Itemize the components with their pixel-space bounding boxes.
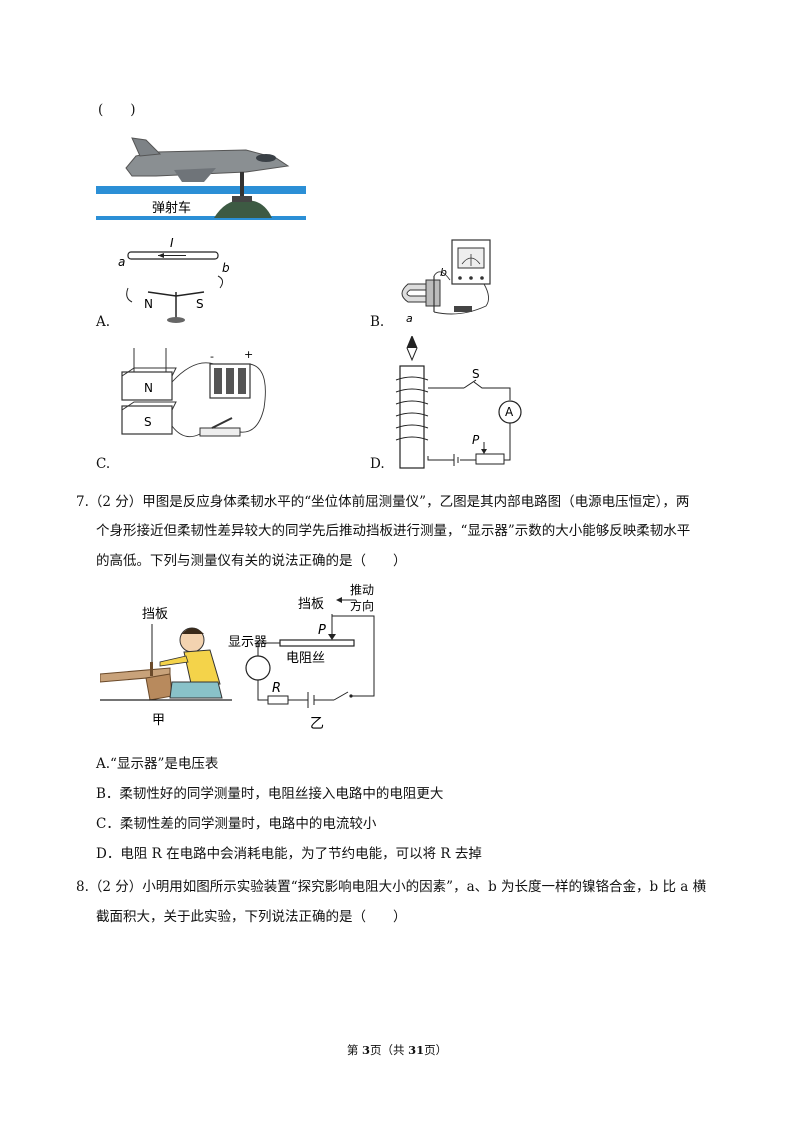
support-pole bbox=[240, 172, 244, 202]
board-support bbox=[145, 673, 173, 701]
resistor-wire bbox=[279, 639, 355, 647]
push-label-2: 方向 bbox=[350, 598, 374, 613]
student-legs bbox=[169, 681, 223, 699]
switch bbox=[333, 691, 349, 701]
footer-total-pages: 31 bbox=[408, 1043, 425, 1057]
switch-s bbox=[463, 379, 477, 389]
magnet-n-label: N bbox=[144, 381, 153, 395]
option-a-letter: A. bbox=[96, 314, 111, 330]
circuit-wire-right bbox=[332, 615, 375, 697]
option-d-letter: D. bbox=[370, 456, 385, 472]
wire-bottom bbox=[171, 425, 201, 438]
option-c-letter: C. bbox=[96, 456, 111, 472]
track-stripe bbox=[96, 186, 306, 194]
battery-symbol bbox=[288, 692, 334, 708]
footer-prefix: 第 bbox=[346, 1043, 362, 1057]
option-a-figure: I a b N S bbox=[118, 236, 230, 323]
q7-line-3: 的高低。下列与测量仪有关的说法正确的是（ ） bbox=[96, 553, 407, 569]
q8-line-2: 截面积大，关于此实验，下列说法正确的是（ ） bbox=[96, 909, 407, 925]
wire-top bbox=[171, 362, 215, 383]
option-c-figure: N S - + bbox=[121, 348, 266, 438]
car-clamp bbox=[232, 196, 252, 202]
rheostat bbox=[475, 453, 505, 465]
end-b-label: b bbox=[222, 261, 230, 275]
display-meter bbox=[245, 655, 271, 681]
switch-s-label: S bbox=[472, 367, 480, 381]
page-footer: 第 3页（共 31页） bbox=[0, 1042, 794, 1058]
magnet-poles bbox=[425, 279, 441, 307]
student-body bbox=[183, 649, 221, 689]
baffle-plate bbox=[150, 662, 153, 676]
q7-figure-jia: 挡板 甲 bbox=[100, 607, 232, 728]
wire-a bbox=[433, 283, 489, 315]
baffle-label-left: 挡板 bbox=[142, 607, 168, 622]
current-label: I bbox=[170, 236, 174, 250]
q7-option-c: C．柔韧性差的同学测量时，电路中的电流较小 bbox=[96, 816, 377, 832]
option-d-figure: S A P bbox=[395, 336, 522, 469]
magnet-s-block bbox=[121, 405, 173, 435]
jet-wing bbox=[174, 168, 216, 182]
rod-b-label: b bbox=[440, 266, 447, 279]
switch bbox=[454, 306, 472, 312]
circuit-wire-top bbox=[428, 381, 511, 400]
footer-middle: 页（共 bbox=[370, 1043, 409, 1057]
slider-p-label: P bbox=[318, 623, 326, 638]
q7-line-2: 个身形接近但柔韧性差异较大的同学先后推动挡板进行测量，“显示器”示数的大小能够反… bbox=[96, 523, 691, 539]
rod-a-label: a bbox=[406, 312, 413, 325]
answer-paren: ( ) bbox=[98, 102, 136, 118]
wire-b bbox=[433, 271, 451, 281]
end-a-label: a bbox=[118, 255, 125, 269]
option-b-figure: b a bbox=[401, 239, 491, 325]
battery-minus-label: - bbox=[210, 350, 214, 363]
push-label-1: 推动 bbox=[350, 583, 374, 597]
wire-right bbox=[239, 363, 266, 433]
catapult-label: 弹射车 bbox=[152, 200, 191, 216]
pole-n-label: N bbox=[144, 297, 153, 311]
jet-tail bbox=[131, 137, 162, 157]
solenoid-coil bbox=[395, 376, 429, 441]
display-label: 显示器 bbox=[228, 635, 267, 650]
resistor-r bbox=[267, 695, 289, 705]
q7-option-a: A.“显示器”是电压表 bbox=[96, 756, 219, 772]
resistor-r-label: R bbox=[272, 681, 281, 696]
needle-base bbox=[167, 317, 185, 323]
baffle-label-right: 挡板 bbox=[298, 597, 324, 612]
track-stripe-bottom bbox=[96, 216, 306, 220]
footer-page-number: 3 bbox=[361, 1043, 370, 1057]
rotate-arrow-right bbox=[217, 275, 224, 289]
battery-plus-label: + bbox=[244, 348, 253, 361]
magnet-n-block bbox=[121, 371, 173, 401]
switch-base bbox=[199, 427, 241, 437]
figure-yi-label: 乙 bbox=[310, 716, 324, 732]
ammeter-label: A bbox=[505, 405, 514, 419]
solenoid-core bbox=[399, 365, 425, 469]
switch-lever bbox=[211, 417, 233, 429]
footer-suffix: 页） bbox=[424, 1043, 448, 1057]
jet-cockpit bbox=[256, 154, 276, 162]
battery-symbol bbox=[427, 454, 476, 466]
catapult-figure: 弹射车 bbox=[96, 137, 306, 220]
q7-option-b: B．柔韧性好的同学测量时，电阻丝接入电路中的电阻更大 bbox=[96, 786, 444, 802]
q7-option-d: D．电阻 R 在电路中会消耗电能，为了节约电能，可以将 R 去掉 bbox=[96, 846, 482, 862]
slider-p-label: P bbox=[472, 433, 480, 447]
figure-jia-label: 甲 bbox=[152, 713, 165, 728]
student-arm bbox=[159, 655, 189, 667]
car-mound bbox=[214, 199, 272, 218]
q7-line-1: 7.（2 分）甲图是反应身体柔韧水平的“坐位体前屈测量仪”，乙图是其内部电路图（… bbox=[76, 494, 690, 510]
pole-s-label: S bbox=[196, 297, 204, 311]
rotate-arrow-left bbox=[126, 287, 133, 303]
q8-line-1: 8.（2 分）小明用如图所示实验装置“探究影响电阻大小的因素”，a、b 为长度一… bbox=[76, 879, 707, 895]
option-b-letter: B. bbox=[370, 314, 385, 330]
magnet-s-label: S bbox=[144, 415, 152, 429]
resistor-wire-label: 电阻丝 bbox=[286, 651, 325, 666]
q7-figure-yi: 挡板 推动 方向 P 显示器 电阻丝 R 乙 bbox=[228, 583, 375, 732]
